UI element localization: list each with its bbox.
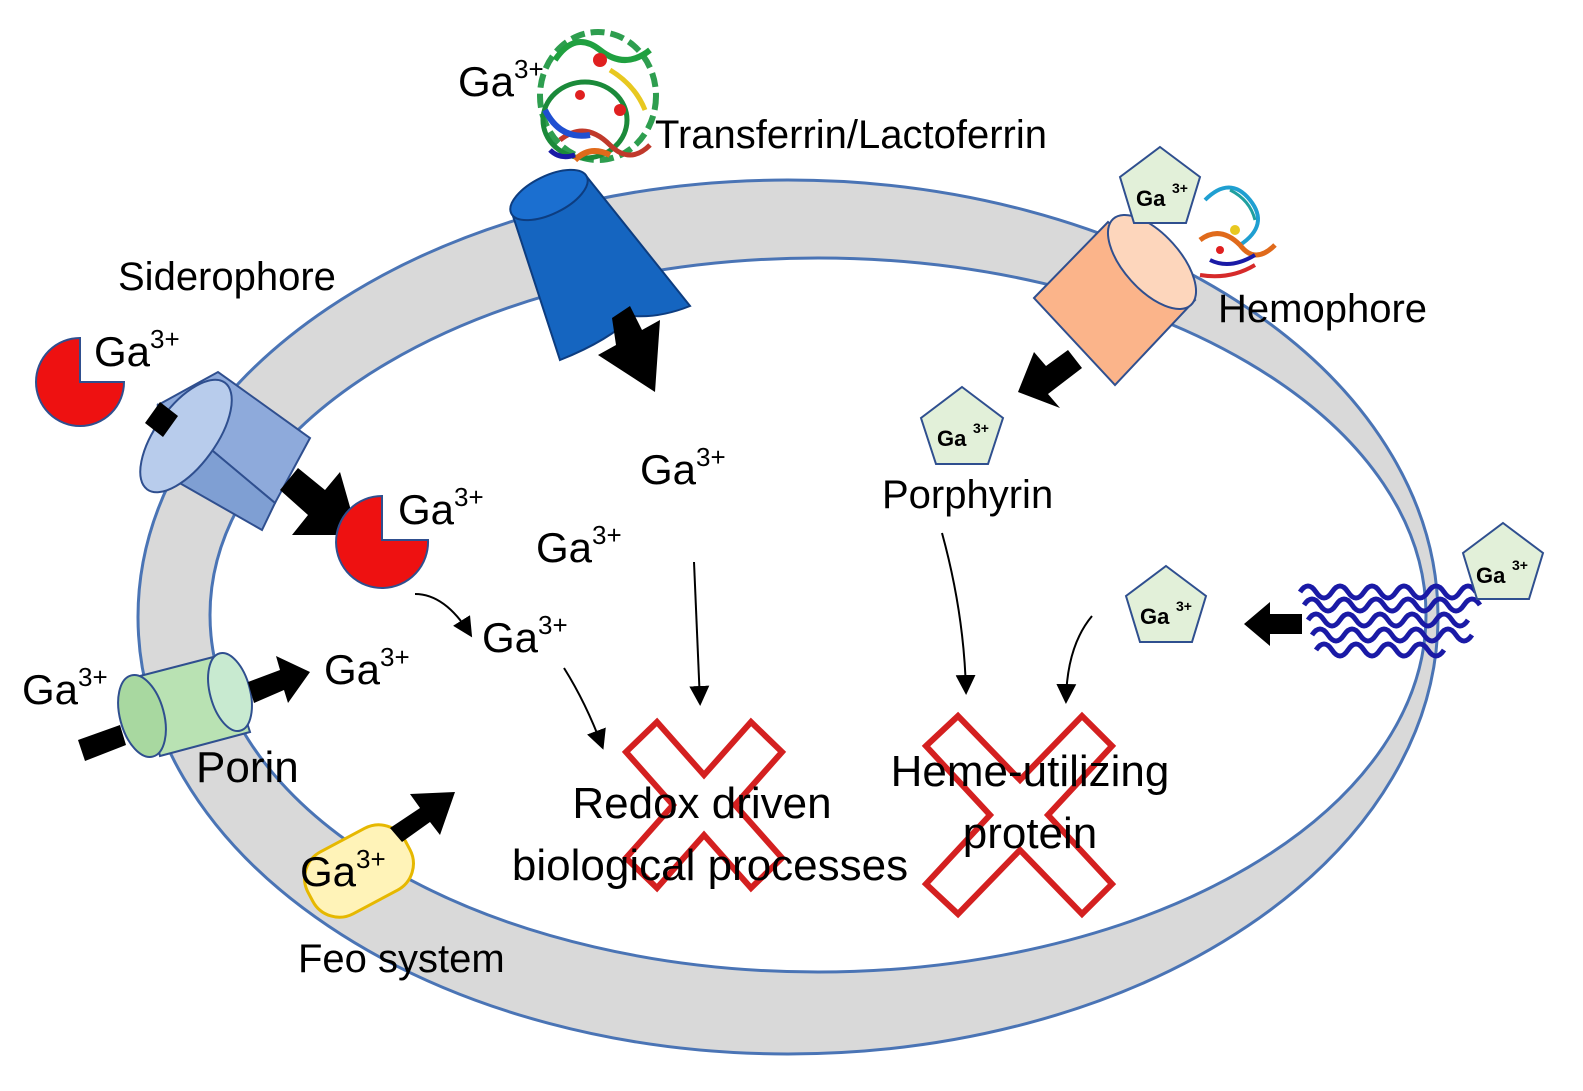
redox-process-label-line2: biological processes	[512, 841, 908, 890]
svg-text:Ga: Ga	[937, 426, 967, 451]
svg-text:Ga: Ga	[482, 614, 539, 661]
hemophore-import-arrow	[1018, 350, 1082, 408]
siderophore-label: Siderophore	[118, 255, 336, 299]
siderophore-inside-icon	[335, 494, 430, 589]
porin-label: Porin	[196, 743, 299, 792]
porphyrin-label: Porphyrin	[882, 473, 1053, 517]
svg-text:3+: 3+	[1176, 598, 1192, 614]
blocked-redox-cross-icon	[621, 717, 787, 893]
gallium-ion-label: Ga 3+	[94, 324, 180, 375]
svg-text:3+: 3+	[592, 520, 622, 550]
porphyrin-complex-icon: Ga 3+	[1461, 521, 1545, 600]
porin-entry-arrow	[78, 725, 126, 761]
cell-membrane	[136, 178, 1440, 1056]
porin-import-arrow	[248, 656, 310, 703]
siderophore-import-arrow	[280, 468, 358, 535]
svg-text:Ga: Ga	[324, 646, 381, 693]
svg-text:Ga: Ga	[300, 848, 357, 895]
svg-text:3+: 3+	[150, 324, 180, 354]
feo-system-label: Feo system	[298, 937, 505, 981]
svg-text:Ga: Ga	[458, 58, 515, 105]
svg-text:3+: 3+	[78, 662, 108, 692]
porphyrin-complex-icon: Ga 3+	[1124, 564, 1208, 643]
thin-arrows	[414, 532, 1093, 750]
gallium-ion-label: Ga 3+	[324, 642, 410, 693]
gallium-ion-label: Ga 3+	[482, 610, 568, 661]
siderophore-receptor	[139, 370, 312, 532]
helix-transporter-icon	[1297, 583, 1483, 659]
gallium-ion-label: Ga 3+	[458, 54, 544, 105]
helix-import-arrow	[1244, 602, 1302, 646]
gallium-ion-label: Ga 3+	[640, 442, 726, 493]
svg-text:Ga: Ga	[398, 486, 455, 533]
svg-text:3+: 3+	[514, 54, 544, 84]
svg-text:3+: 3+	[696, 442, 726, 472]
heme-protein-label-line2: protein	[963, 809, 1098, 858]
gallium-ion-label: Ga 3+	[300, 844, 386, 895]
hemophore-label: Hemophore	[1218, 287, 1427, 331]
siderophore-entry-arrow	[145, 402, 178, 437]
svg-text:3+: 3+	[380, 642, 410, 672]
porphyrin-complex-icon: Ga 3+	[919, 385, 1005, 465]
transferrin-protein-icon	[537, 29, 659, 163]
redox-process-label: Redox driven	[572, 779, 831, 828]
svg-text:3+: 3+	[1172, 180, 1188, 196]
hemophore-protein-icon	[1198, 185, 1277, 279]
svg-text:3+: 3+	[1512, 557, 1528, 573]
gallium-ion-label: Ga 3+	[536, 520, 622, 571]
gallium-ion-label: Ga 3+	[398, 482, 484, 533]
svg-text:Ga: Ga	[1476, 563, 1506, 588]
svg-text:Ga: Ga	[536, 524, 593, 571]
gallium-ion-label: Ga 3+	[22, 662, 108, 713]
svg-text:Ga: Ga	[640, 446, 697, 493]
svg-text:Ga: Ga	[1136, 186, 1166, 211]
heme-protein-label: Heme-utilizing	[891, 747, 1170, 796]
porphyrin-complex-icon: Ga 3+	[1118, 145, 1202, 224]
hemophore-receptor	[1032, 214, 1198, 387]
svg-text:3+: 3+	[538, 610, 568, 640]
svg-text:3+: 3+	[454, 482, 484, 512]
feo-transporter	[303, 823, 415, 919]
svg-text:3+: 3+	[356, 844, 386, 874]
svg-text:Ga: Ga	[1140, 604, 1170, 629]
siderophore-outside-icon	[35, 336, 126, 427]
blocked-heme-cross-icon	[921, 711, 1117, 919]
svg-text:3+: 3+	[973, 420, 989, 436]
svg-text:Ga: Ga	[22, 666, 79, 713]
transferrin-label: Transferrin/Lactoferrin	[655, 113, 1047, 157]
feo-import-arrow	[390, 792, 455, 842]
transferrin-import-arrow	[598, 306, 660, 392]
svg-text:Ga: Ga	[94, 328, 151, 375]
porin-channel	[117, 652, 253, 758]
